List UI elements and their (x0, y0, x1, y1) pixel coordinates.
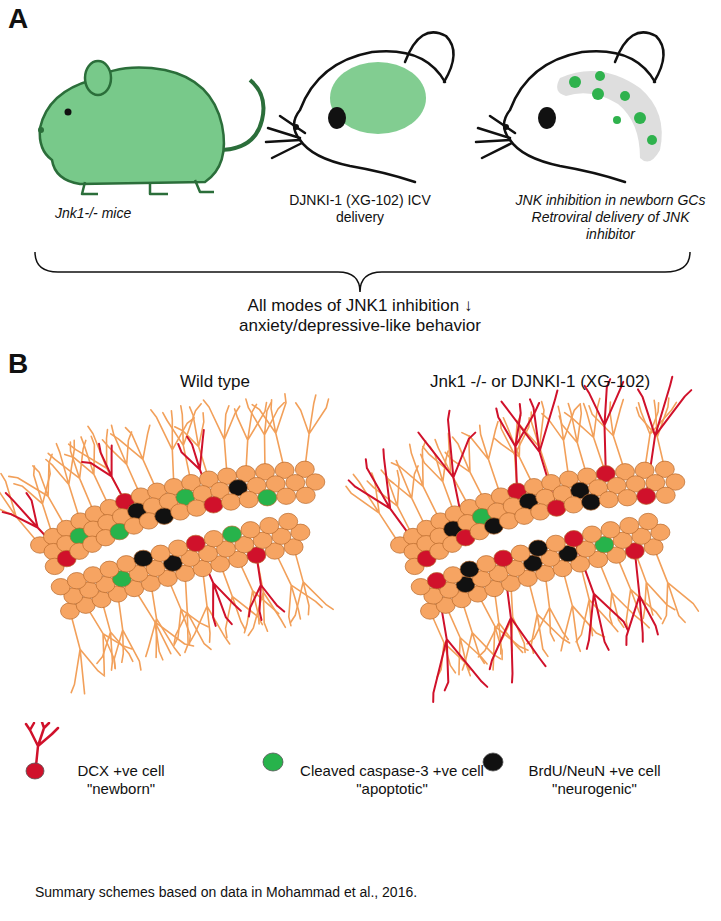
caption-box: Summary schemes based on data in Mohamma… (35, 884, 635, 901)
legend-swatch (22, 722, 62, 782)
label-text-box: Jnk1 -/- or DJNKI-1 (XG-102) (390, 372, 690, 392)
panel-letter: B (8, 347, 48, 381)
legend-text: BrdU/NeuN +ve cell "neurogenic" (512, 762, 677, 798)
legend-text: DCX +ve cell "newborn" (62, 762, 180, 798)
legend-text-box: Cleaved caspase-3 +ve cell "apoptotic" (292, 762, 492, 798)
label-text: All modes of JNK1 inhibition ↓ anxiety/d… (215, 296, 505, 337)
dentate-gyrus-jnk-inhibited (346, 377, 698, 702)
label-text: DJNKI-1 (XG-102) ICV delivery (285, 192, 435, 226)
legend-text-box: DCX +ve cell "newborn" (62, 762, 180, 798)
legend-swatch (478, 742, 518, 802)
label-text-box: JNK inhibition in newborn GCs Retroviral… (508, 192, 713, 242)
label-text: JNK inhibition in newborn GCs Retroviral… (508, 192, 713, 242)
legend-swatch (258, 742, 298, 802)
whole-mouse (38, 61, 264, 194)
legend-text: Cleaved caspase-3 +ve cell "apoptotic" (292, 762, 492, 798)
bracket (35, 252, 690, 292)
legend-text-box: BrdU/NeuN +ve cell "neurogenic" (512, 762, 677, 798)
panel-letter: A (8, 2, 48, 36)
panel-letter-box: A (8, 2, 48, 36)
label-text: Jnk1-/- mice (55, 205, 225, 222)
label-text-box: Wild type (110, 372, 320, 392)
caption: Summary schemes based on data in Mohamma… (35, 884, 635, 901)
label-text-box: All modes of JNK1 inhibition ↓ anxiety/d… (215, 296, 505, 337)
dentate-gyrus-wild-type (0, 394, 333, 694)
label-text-box: DJNKI-1 (XG-102) ICV delivery (285, 192, 435, 226)
mouse-head-icv (266, 32, 454, 182)
mouse-head-retroviral (476, 32, 664, 182)
label-text: Jnk1 -/- or DJNKI-1 (XG-102) (390, 372, 690, 392)
label-text-box: Jnk1-/- mice (55, 205, 225, 222)
panel-letter-box: B (8, 347, 48, 381)
label-text: Wild type (110, 372, 320, 392)
